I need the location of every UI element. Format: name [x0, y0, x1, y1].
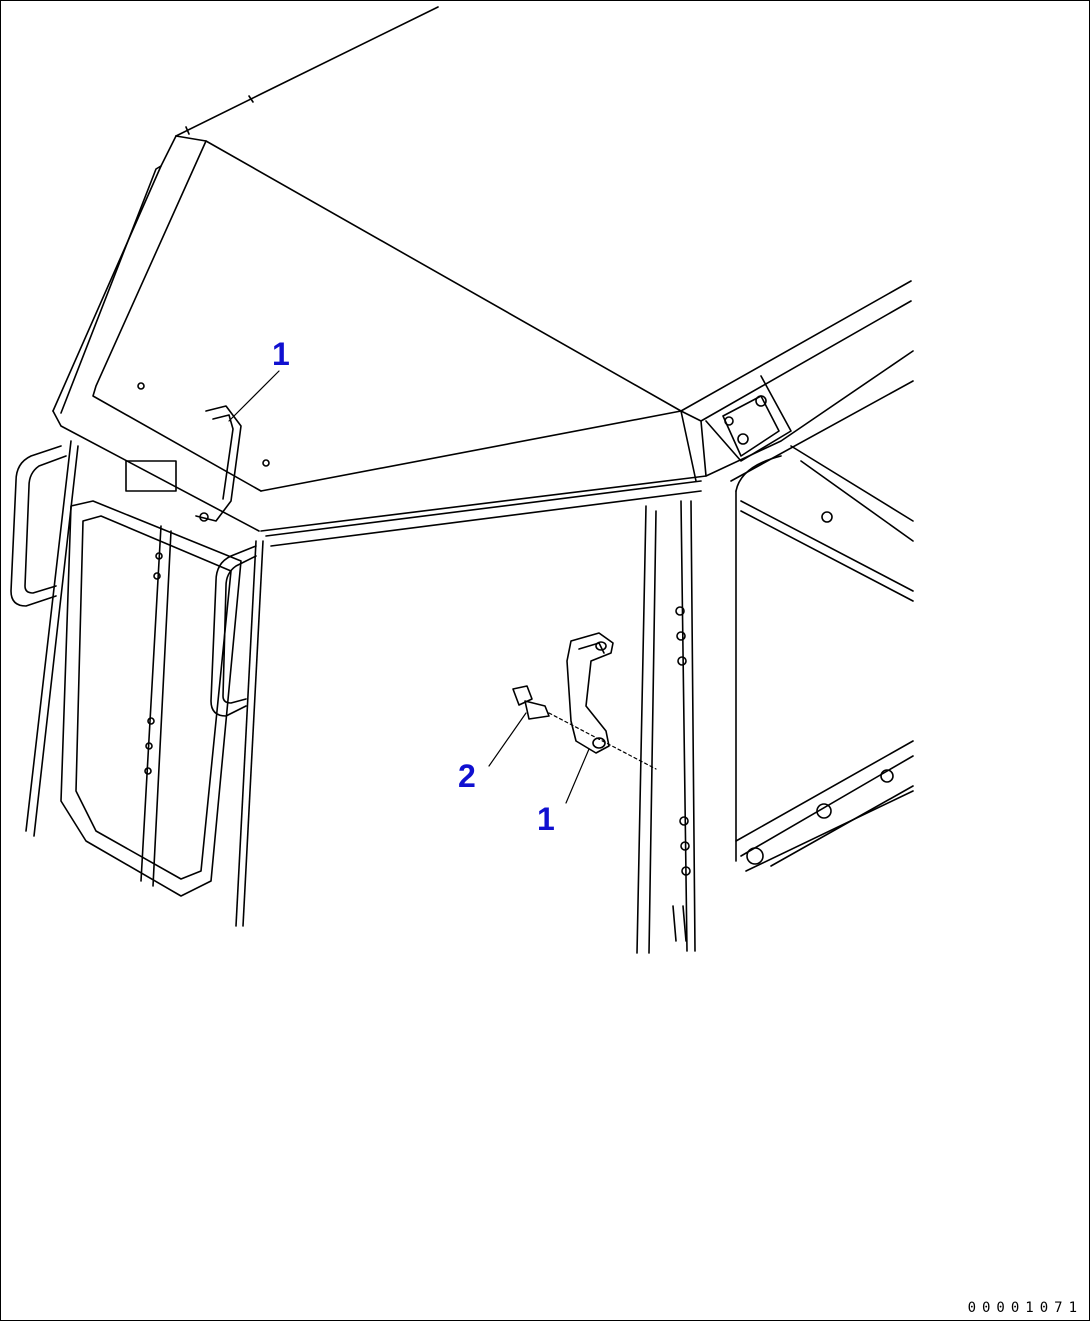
- leader-lines: [228, 370, 657, 804]
- upper-handle-part: [195, 405, 242, 522]
- callout-2: 2: [458, 758, 476, 794]
- callout-1-upper: 1: [272, 336, 290, 372]
- drawing-code: 00001071: [967, 1300, 1083, 1316]
- bolt: [512, 685, 550, 720]
- left-door: [25, 440, 264, 927]
- callout-1-lower: 1: [537, 801, 555, 837]
- exploded-grab-handle: [566, 632, 614, 754]
- right-rail: [680, 280, 914, 872]
- roof-panel: [52, 6, 707, 547]
- rear-post: [636, 500, 696, 954]
- left-grab-handles: [10, 445, 257, 717]
